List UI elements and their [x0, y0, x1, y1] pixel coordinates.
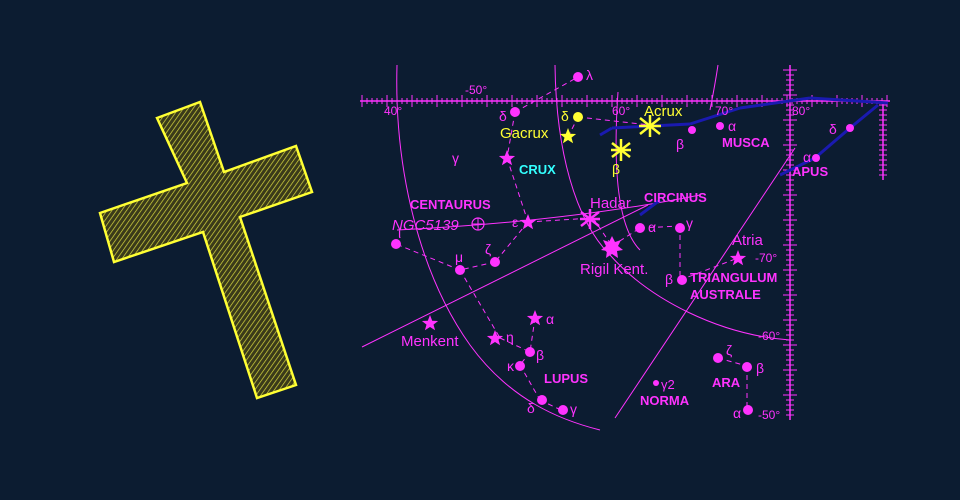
right-axis-label-50: -50°: [758, 408, 780, 422]
star-epsilon-marker: [519, 214, 537, 230]
star-dot-gamma2-nor: [653, 380, 659, 386]
greek-alpha-aps: α: [803, 149, 811, 165]
top-axis-label-70: 70°: [715, 104, 733, 118]
right-axis-label-70: -70°: [755, 251, 777, 265]
greek-kappa: κ: [507, 358, 515, 374]
label-lupus: LUPUS: [544, 371, 588, 386]
label-atria: Atria: [732, 232, 764, 249]
label-hadar: Hadar: [590, 195, 631, 212]
star-name-labels: Acrux Gacrux Hadar Rigil Kent. Atria Men…: [392, 103, 764, 350]
star-dot-kappa: [515, 361, 525, 371]
star-dot-zeta-ara: [713, 353, 723, 363]
star-markers: [391, 72, 854, 415]
star-dot-delta-cen: [510, 107, 520, 117]
top-axis-label-40: 40°: [384, 104, 402, 118]
star-eta-marker: [486, 330, 504, 346]
star-rigil-kent-marker: [601, 236, 623, 258]
star-dot-delta-lup: [537, 395, 547, 405]
star-dot-delta-cru: [573, 112, 583, 122]
star-alpha-lup-marker: [526, 310, 544, 326]
axis-labels: -50° 40° 60° 70° 80° -70° -60° -50°: [384, 83, 810, 422]
greek-beta-mus: β: [676, 136, 684, 152]
star-dot-lambda: [573, 72, 583, 82]
star-gacrux-marker: [559, 128, 577, 144]
label-circinus: CIRCINUS: [644, 190, 707, 205]
greek-beta-tra: β: [665, 271, 673, 287]
greek-delta-aps: δ: [829, 121, 837, 137]
label-musca: MUSCA: [722, 135, 770, 150]
star-dot-mu: [455, 265, 465, 275]
greek-delta-cru: δ: [561, 108, 569, 124]
bright-star-markers: [421, 115, 747, 346]
greek-beta-cru: β: [612, 161, 620, 177]
label-tra-2: AUSTRALE: [690, 287, 761, 302]
label-ngc5139: NGC5139: [392, 217, 459, 234]
greek-gamma-cen: γ: [452, 150, 459, 166]
greek-beta-ara: β: [756, 360, 764, 376]
star-dot-beta-mus: [688, 126, 696, 134]
star-dot-gamma-lup: [558, 405, 568, 415]
label-gacrux: Gacrux: [500, 125, 549, 142]
star-dot-beta-lup: [525, 347, 535, 357]
star-dot-beta-ara: [742, 362, 752, 372]
star-dot-iota: [391, 239, 401, 249]
label-apus: APUS: [792, 164, 828, 179]
greek-gamma-cir: γ: [686, 215, 693, 231]
label-acrux: Acrux: [644, 103, 683, 120]
greek-iota: ι: [398, 225, 401, 241]
star-acrux-burst: [639, 115, 661, 137]
greek-alpha-mus: α: [728, 118, 736, 134]
right-axis: [789, 65, 884, 420]
star-dot-alpha-mus: [716, 122, 724, 130]
greek-alpha-lup: α: [546, 311, 554, 327]
right-axis-label-60: -60°: [758, 329, 780, 343]
greek-alpha-cir: α: [648, 219, 656, 235]
star-dot-beta-tra: [677, 275, 687, 285]
greek-zeta-cen: ζ: [485, 241, 491, 257]
constellation-labels: CENTAURUS CRUX CIRCINUS MUSCA APUS TRIAN…: [410, 135, 828, 408]
latin-cross-icon: [98, 100, 314, 400]
star-dot-delta-aps: [846, 124, 854, 132]
top-axis-ticks: [361, 95, 888, 107]
star-dot-alpha-ara: [743, 405, 753, 415]
label-ara: ARA: [712, 375, 741, 390]
top-axis-label-80: 80°: [792, 104, 810, 118]
star-dot-alpha-cir: [635, 223, 645, 233]
label-centaurus: CENTAURUS: [410, 197, 491, 212]
star-menkent-marker: [421, 315, 439, 331]
star-dot-alpha-aps: [812, 154, 820, 162]
greek-delta-lup: δ: [527, 400, 535, 416]
greek-delta-cen: δ: [499, 108, 507, 124]
right-axis-ticks: [783, 69, 887, 416]
label-menkent: Menkent: [401, 333, 459, 350]
top-axis-label-60: 60°: [612, 104, 630, 118]
label-rigil-kent: Rigil Kent.: [580, 261, 648, 278]
greek-labels: λ δ δ β γ ε ζ μ ι η α β κ δ γ α γ β α β …: [398, 67, 837, 421]
greek-gamma2-nor: γ2: [661, 377, 675, 392]
star-dot-gamma-cir: [675, 223, 685, 233]
greek-lambda: λ: [586, 67, 593, 83]
star-hadar-burst: [580, 209, 600, 229]
label-tra-1: TRIANGULUM: [690, 270, 777, 285]
star-atria-marker: [729, 250, 747, 266]
greek-eta: η: [506, 329, 514, 345]
greek-epsilon: ε: [512, 214, 518, 230]
star-dot-zeta-cen: [490, 257, 500, 267]
top-axis-label-dec: -50°: [465, 83, 487, 97]
star-beta-cru-burst: [611, 139, 631, 161]
greek-beta-lup: β: [536, 347, 544, 363]
greek-alpha-ara: α: [733, 405, 741, 421]
greek-zeta-ara: ζ: [726, 342, 732, 358]
label-crux: CRUX: [519, 162, 556, 177]
greek-gamma-lup: γ: [570, 401, 577, 417]
star-gamma-cen-marker: [498, 150, 516, 166]
greek-mu: μ: [455, 249, 463, 265]
label-norma: NORMA: [640, 393, 690, 408]
